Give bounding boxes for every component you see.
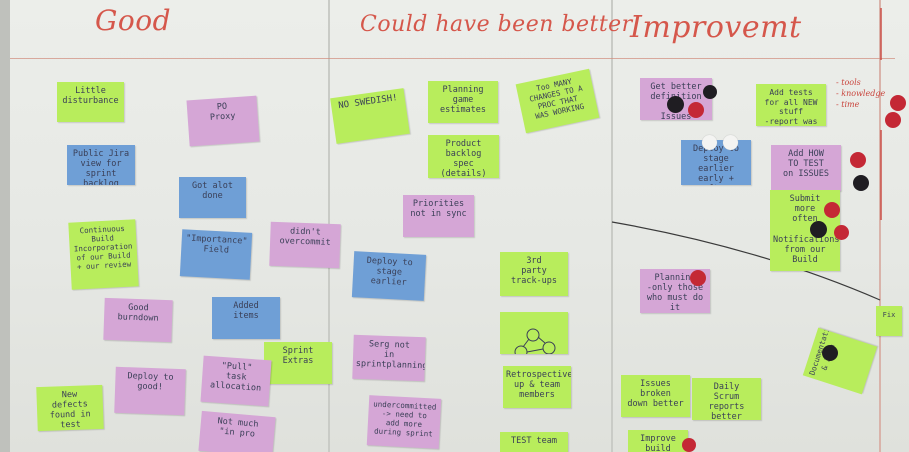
sticky-note: Daily Scrum reports better	[692, 378, 761, 420]
marker-curve-line	[611, 221, 881, 301]
sticky-note: Add tests for all NEW stuff -report was …	[756, 84, 826, 126]
column-divider-2	[611, 0, 613, 452]
sticky-note: Got alot done	[179, 177, 246, 218]
magnet	[822, 345, 838, 361]
sticky-note: PO Proxy	[186, 95, 260, 147]
sketch-diagram	[514, 328, 556, 354]
sticky-note: Add HOW TO TEST on ISSUES	[771, 145, 841, 191]
sticky-note: Deploy to stage earlier	[351, 251, 427, 301]
annotation-time: - time	[836, 100, 860, 109]
sticky-note: Sprint Extras	[264, 342, 332, 384]
sticky-note: undercommitted -> need to add more durin…	[366, 395, 442, 449]
sticky-note: Public Jira view for sprint backlog	[67, 145, 135, 185]
sticky-note: "Importance" Field	[179, 229, 253, 280]
sticky-note: Issues broken down better	[621, 375, 690, 417]
board-frame	[0, 0, 10, 452]
sticky-note: Deploy to stage earlier early + often	[681, 140, 751, 185]
sticky-note: didn't overcommit	[269, 221, 341, 269]
column-divider-3	[879, 0, 881, 452]
magnet	[810, 221, 827, 238]
heading-good: Good	[95, 4, 172, 37]
sticky-note: Improve build	[628, 430, 688, 452]
sticky-note: Continuous Build Incorporation of our Bu…	[68, 219, 139, 290]
sticky-note: Retrospective up & team members	[503, 366, 571, 408]
sticky-note: "Pull" task allocation	[200, 355, 272, 407]
annotation-knowledge: - knowledge	[836, 89, 886, 98]
sticky-note: Deploy to good!	[114, 366, 186, 416]
sticky-note: Not much "in pro	[198, 410, 276, 452]
sticky-note: Added items	[212, 297, 280, 339]
magnet	[853, 175, 869, 191]
magnet	[690, 270, 706, 286]
sticky-note: Little disturbance	[57, 82, 124, 122]
magnet	[667, 96, 684, 113]
magnet	[885, 112, 901, 128]
sticky-note: Product backlog spec (details)	[428, 135, 499, 178]
magnet	[834, 225, 849, 240]
sticky-note-diagram	[500, 312, 568, 354]
magnet	[890, 95, 906, 111]
magnet	[702, 135, 717, 150]
sticky-note: 3rd party track-ups	[500, 252, 568, 296]
sticky-note: Priorities not in sync	[403, 195, 474, 237]
magnet	[850, 152, 866, 168]
magnet	[682, 438, 696, 452]
annotation-tools: - tools	[836, 78, 861, 87]
magnet	[688, 102, 704, 118]
magnet	[723, 135, 738, 150]
sticky-note: Good burndown	[103, 297, 173, 343]
sticky-note: Notifications from our Build	[770, 231, 840, 271]
heading-improvement: Improvemt	[630, 10, 802, 45]
sticky-note: Fix	[876, 306, 902, 336]
sticky-note: Serg not in sprintplanning	[352, 334, 426, 382]
magnet	[703, 85, 717, 99]
sticky-note: New defects found in test	[36, 384, 104, 432]
sticky-note: TEST team	[500, 432, 568, 452]
magnet	[824, 202, 840, 218]
heading-could-have-been-better: Could have been better	[360, 12, 633, 37]
header-underline	[10, 58, 895, 59]
sticky-note: Planning game estimates	[428, 81, 498, 123]
